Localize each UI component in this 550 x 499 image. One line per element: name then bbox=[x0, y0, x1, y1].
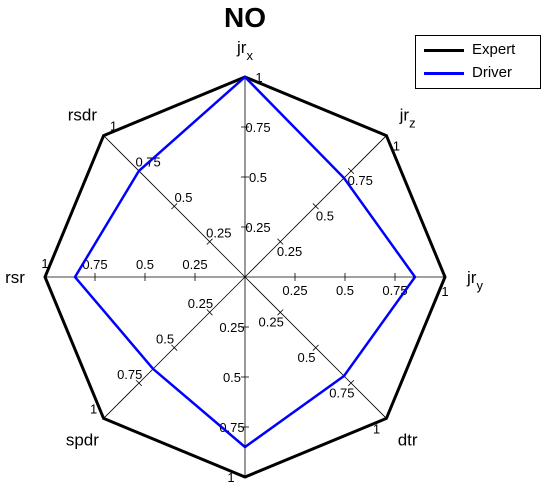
tick-label-jrx-0: 0.25 bbox=[245, 220, 270, 235]
tick-label-rsr-1: 0.5 bbox=[136, 257, 154, 272]
legend-item-expert: Expert bbox=[424, 40, 542, 60]
tick-jrz-1 bbox=[312, 203, 319, 210]
legend-swatch-driver bbox=[424, 72, 464, 75]
tick-label-jrx-2: 0.75 bbox=[245, 120, 270, 135]
tick-label-jrx-1: 0.5 bbox=[249, 170, 267, 185]
tick-label-rsr-0: 0.25 bbox=[182, 257, 207, 272]
tick-label-jrz-0: 0.25 bbox=[277, 244, 302, 259]
tick-label-jrz-1: 0.5 bbox=[316, 208, 334, 223]
tick-label-rsr-3: 1 bbox=[41, 256, 48, 271]
tick-label-spdr-2: 0.75 bbox=[117, 367, 142, 382]
legend-swatch-expert bbox=[424, 49, 464, 52]
tick-label-jrx-3: 1 bbox=[255, 70, 262, 85]
series-expert-polygon bbox=[43, 75, 447, 479]
tick-label-rsr-2: 0.75 bbox=[82, 257, 107, 272]
chart-title: NO bbox=[224, 2, 266, 33]
tick-label-spr-0: 0.25 bbox=[219, 320, 244, 335]
tick-rsdr-0 bbox=[206, 238, 213, 245]
legend-item-driver: Driver bbox=[424, 63, 542, 83]
tick-label-jrz-2: 0.75 bbox=[348, 173, 373, 188]
tick-dtr-1 bbox=[312, 344, 319, 351]
axis-label-jrx: jrx bbox=[236, 38, 253, 63]
tick-label-rsdr-0: 0.25 bbox=[206, 225, 231, 240]
tick-label-dtr-2: 0.75 bbox=[329, 385, 354, 400]
tick-label-jry-1: 0.5 bbox=[336, 283, 354, 298]
axis-label-jry: jry bbox=[466, 268, 483, 293]
tick-label-dtr-3: 1 bbox=[373, 421, 380, 436]
tick-label-spr-1: 0.5 bbox=[223, 370, 241, 385]
tick-dtr-0 bbox=[277, 309, 284, 316]
tick-dtr-2 bbox=[347, 379, 355, 387]
axis-label-jrz: jrz bbox=[399, 105, 416, 130]
tick-label-dtr-1: 0.5 bbox=[297, 350, 315, 365]
tick-label-rsdr-3: 1 bbox=[110, 119, 117, 134]
tick-jrz-0 bbox=[277, 238, 284, 245]
tick-spdr-1 bbox=[171, 344, 178, 351]
axis-label-sub-jrx: x bbox=[246, 48, 253, 63]
tick-label-jrz-3: 1 bbox=[393, 138, 400, 153]
series-driver-polygon bbox=[73, 75, 417, 449]
tick-marks bbox=[94, 126, 396, 428]
axis-label-dtr: dtr bbox=[398, 431, 418, 450]
tick-label-spdr-3: 1 bbox=[90, 402, 97, 417]
tick-label-jry-3: 1 bbox=[441, 284, 448, 299]
tick-label-spdr-0: 0.25 bbox=[188, 296, 213, 311]
series-layer bbox=[43, 75, 447, 479]
tick-label-dtr-0: 0.25 bbox=[259, 315, 284, 330]
axis-label-sub-jry: y bbox=[476, 278, 483, 293]
legend-label-expert: Expert bbox=[472, 41, 516, 58]
tick-label-spdr-1: 0.5 bbox=[156, 332, 174, 347]
axis-label-sub-jrz: z bbox=[409, 115, 416, 130]
tick-spdr-2 bbox=[135, 379, 143, 387]
spokes bbox=[45, 77, 445, 477]
axis-label-rsr: rsr bbox=[5, 268, 25, 287]
axis-label-spdr: spdr bbox=[66, 431, 99, 450]
tick-jrz-2 bbox=[347, 167, 355, 175]
tick-label-jry-0: 0.25 bbox=[282, 283, 307, 298]
tick-label-spr-3: 1 bbox=[227, 470, 234, 485]
tick-label-rsdr-1: 0.5 bbox=[174, 190, 192, 205]
axis-label-rsdr: rsdr bbox=[68, 105, 98, 124]
tick-spdr-0 bbox=[206, 309, 213, 316]
legend-label-driver: Driver bbox=[472, 64, 512, 81]
legend: Expert Driver bbox=[415, 35, 541, 89]
tick-rsdr-1 bbox=[171, 203, 178, 210]
